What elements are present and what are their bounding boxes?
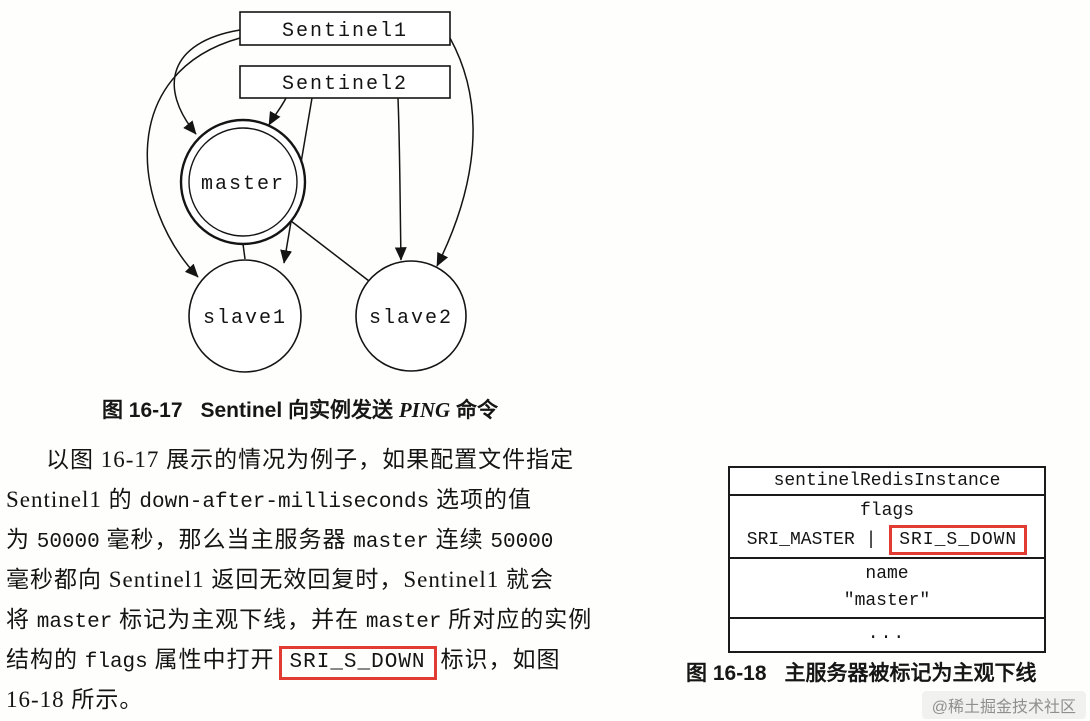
value-50000: 50000 <box>490 531 554 554</box>
paragraph-line-1: 以图 16-17 展示的情况为例子，如果配置文件指定 <box>6 440 678 480</box>
text-run: 为 <box>6 527 37 552</box>
text-run: 毫秒，那么当主服务器 <box>99 527 354 552</box>
term-sentinel1: Sentinel1 <box>108 567 205 592</box>
text-run: 属性中打开 <box>147 647 275 672</box>
node-slave2-label: slave2 <box>369 307 453 330</box>
text-run: 选项的值 <box>429 487 532 512</box>
node-slave1-label: slave1 <box>203 307 287 330</box>
text-run: 标识，如图 <box>440 647 561 672</box>
figure-16-18-text: 主服务器被标记为主观下线 <box>784 662 1037 685</box>
watermark: @稀土掘金技术社区 <box>921 691 1086 719</box>
arrow-sentinel1-to-slave1 <box>146 37 241 278</box>
sri-s-down-highlight-text: SRI_S_DOWN <box>278 646 437 680</box>
figure-16-18-caption: 图 16-18 主服务器被标记为主观下线 <box>686 657 1086 687</box>
figure-16-17-ping-italic: PING <box>398 398 451 422</box>
text-run: 所对应的实例 <box>441 607 593 632</box>
body-paragraph: 以图 16-17 展示的情况为例子，如果配置文件指定 Sentinel1 的 d… <box>6 440 678 720</box>
node-sentinel2-box <box>239 65 451 99</box>
node-sentinel2-label: Sentinel2 <box>282 73 408 96</box>
struct-ellipsis: ... <box>867 624 907 644</box>
text-run: 返回无效回复时， <box>204 567 404 592</box>
figure-16-18-label: 图 16-18 <box>686 662 767 685</box>
flags-value-prefix: SRI_MASTER | <box>746 530 888 550</box>
text-run: 16-18 所示。 <box>6 687 144 712</box>
paragraph-line-4: 毫秒都向 Sentinel1 返回无效回复时，Sentinel1 就会 <box>6 560 678 600</box>
name-label: name <box>865 564 909 584</box>
figure-16-17-label: 图 16-17 <box>101 399 183 422</box>
text-run: 以图 16-17 展示的情况为例子，如果配置文件指定 <box>46 447 575 472</box>
code-master: master <box>353 531 429 554</box>
sri-s-down-highlight-struct: SRI_S_DOWN <box>889 525 1028 555</box>
node-slave2-circle <box>355 260 467 372</box>
node-master-inner-circle <box>188 127 298 237</box>
paragraph-line-2: Sentinel1 的 down-after-milliseconds 选项的值 <box>6 480 678 520</box>
node-slave1-circle <box>188 259 302 373</box>
text-run: 将 <box>6 607 37 632</box>
struct-name-cell: name "master" <box>730 559 1044 619</box>
arrow-sentinel2-to-slave2 <box>394 97 407 261</box>
term-sentinel1: Sentinel1 <box>403 567 500 592</box>
struct-flags-cell: flags SRI_MASTER | SRI_S_DOWN <box>730 496 1044 559</box>
paragraph-line-3: 为 50000 毫秒，那么当主服务器 master 连续 50000 <box>6 520 678 560</box>
text-run: 就会 <box>499 567 555 592</box>
text-run: 连续 <box>428 527 491 552</box>
node-sentinel1-box <box>239 11 451 46</box>
text-run: 的 <box>101 487 140 512</box>
value-50000: 50000 <box>36 531 100 554</box>
code-flags: flags <box>84 651 148 674</box>
node-master-label: master <box>201 173 285 196</box>
link-master-slave1 <box>242 243 246 260</box>
text-run: 标记为主观下线，并在 <box>112 607 366 632</box>
code-master: master <box>36 611 113 634</box>
figure-16-17-text-post: 命令 <box>450 399 499 422</box>
figure-ping-diagram: Sentinel1 Sentinel2 master slave1 slave2 <box>146 11 474 373</box>
node-sentinel1-label: Sentinel1 <box>282 20 408 43</box>
text-run: 毫秒都向 <box>6 567 109 592</box>
paragraph-line-5: 将 master 标记为主观下线，并在 master 所对应的实例 <box>6 600 678 640</box>
arrow-sentinel1-to-slave2 <box>436 37 474 267</box>
struct-title: sentinelRedisInstance <box>730 468 1044 496</box>
code-master: master <box>365 611 442 634</box>
figure-16-17-caption: 图 16-17 Sentinel 向实例发送 PING 命令 <box>60 394 540 424</box>
name-value: "master" <box>843 591 931 611</box>
arrow-sentinel1-to-master <box>173 29 241 135</box>
flags-value: SRI_MASTER | SRI_S_DOWN <box>730 525 1044 555</box>
link-master-slave2 <box>290 220 370 282</box>
term-sentinel1: Sentinel1 <box>6 487 102 512</box>
text-run: 结构的 <box>6 647 85 672</box>
flags-label: flags <box>859 501 914 521</box>
instance-struct-box: sentinelRedisInstance flags SRI_MASTER |… <box>728 466 1046 653</box>
arrow-sentinel2-to-master <box>268 97 287 126</box>
figure-16-17-text-pre: Sentinel 向实例发送 <box>200 399 399 422</box>
paragraph-line-7: 16-18 所示。 <box>6 680 678 720</box>
code-down-after-milliseconds: down-after-milliseconds <box>139 491 430 514</box>
